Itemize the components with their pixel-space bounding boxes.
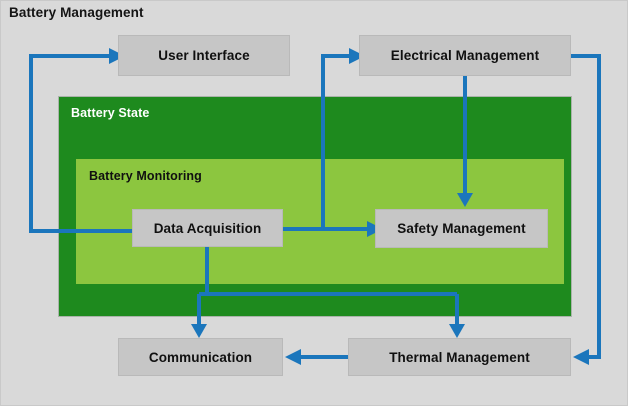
node-label-thermal-management: Thermal Management	[389, 349, 530, 365]
node-user-interface[interactable]: User Interface	[118, 35, 290, 76]
node-label-electrical-management: Electrical Management	[390, 48, 540, 63]
arrowhead-thermal-management-right	[573, 349, 589, 365]
node-data-acquisition[interactable]: Data Acquisition	[132, 209, 283, 247]
node-label-communication: Communication	[148, 349, 253, 365]
node-safety-management[interactable]: Safety Management	[375, 209, 548, 248]
connector-electrical-management-to-thermal-management	[571, 54, 601, 359]
node-communication[interactable]: Communication	[118, 338, 283, 376]
node-label-data-acquisition: Data Acquisition	[153, 220, 262, 236]
arrowhead-communication-right	[285, 349, 301, 365]
container-label-battery-monitoring: Battery Monitoring	[89, 169, 202, 183]
arrowhead-communication-top	[191, 324, 207, 338]
container-label-battery-state: Battery State	[71, 106, 150, 120]
arrowhead-thermal-management-top	[449, 324, 465, 338]
node-electrical-management[interactable]: Electrical Management	[359, 35, 571, 76]
node-label-user-interface: User Interface	[158, 48, 250, 63]
diagram-title: Battery Management	[9, 5, 144, 20]
node-label-safety-management: Safety Management	[397, 221, 526, 236]
node-thermal-management[interactable]: Thermal Management	[348, 338, 571, 376]
